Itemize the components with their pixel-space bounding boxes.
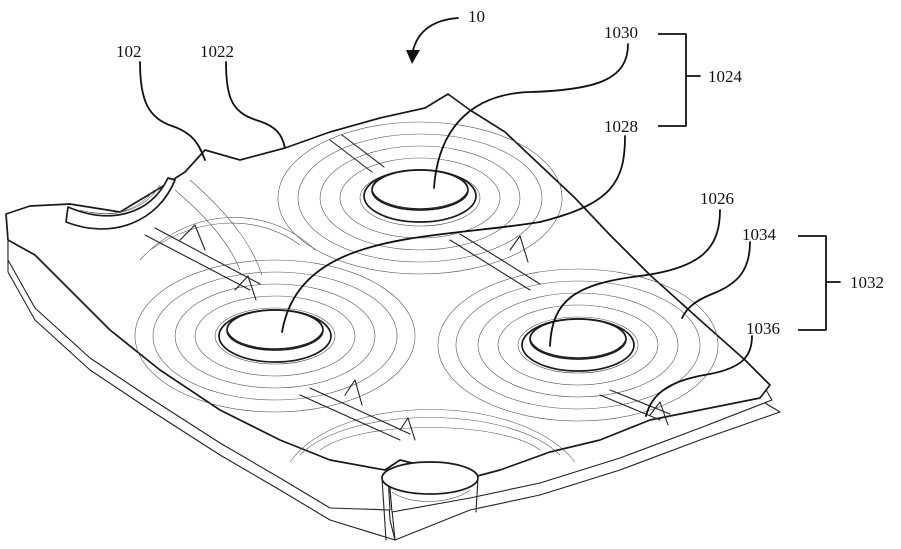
label-1034: 1034 [742, 225, 777, 244]
label-1028: 1028 [604, 117, 638, 136]
label-1036: 1036 [746, 319, 780, 338]
ref-overall: 10 [406, 7, 485, 64]
arrowhead-icon [406, 50, 420, 64]
hole-top [364, 170, 476, 222]
label-1022: 1022 [200, 42, 234, 61]
brace-1024 [658, 34, 700, 126]
hole-right [522, 319, 634, 371]
notch-bottom-rim [382, 462, 478, 494]
label-1032: 1032 [850, 273, 884, 292]
hole-left-opening [227, 310, 323, 350]
leader-1034 [682, 242, 750, 318]
label-1026: 1026 [700, 189, 734, 208]
label-10: 10 [468, 7, 485, 26]
brace-1032 [798, 236, 840, 330]
leader-102 [140, 62, 205, 160]
label-1030: 1030 [604, 23, 638, 42]
label-1024: 1024 [708, 67, 743, 86]
hole-right-opening [530, 319, 626, 359]
hole-top-opening [372, 170, 468, 210]
leader-1022 [226, 62, 285, 148]
label-102: 102 [116, 42, 142, 61]
hole-left [219, 310, 331, 362]
